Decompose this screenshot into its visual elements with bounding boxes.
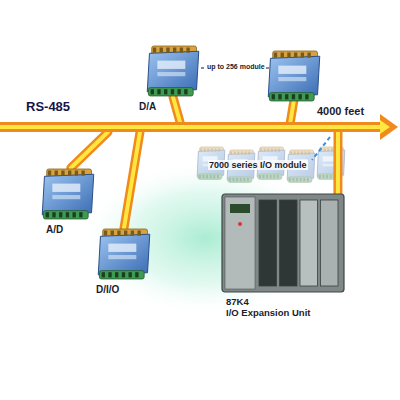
expansion-unit-shape [222,194,344,292]
distance-label: 4000 feet [316,105,365,118]
io-module: D/A [145,45,201,97]
bus-arrow: RS-485 [0,122,380,132]
io-module-shape [96,228,152,280]
io-module-shape [40,168,96,220]
bus-label: RS-485 [26,100,70,115]
bus-arrow-shape [0,122,380,132]
bus-branch [173,97,180,122]
module-label: D/A [139,101,156,113]
io-module [268,51,320,101]
bus-branch [71,132,108,168]
group-label: 7000 series I/O module [208,160,308,170]
unit-label: 87K4 [226,297,249,308]
glow [80,160,330,316]
module-label: A/D [46,224,63,236]
expansion-unit: 87K4I/O Expansion Unit [222,194,344,292]
bus-branch [290,100,294,124]
faded-modules [197,147,345,182]
bus-branch [124,132,140,228]
dashed-leader [312,137,330,160]
module-label: D/I/O [96,284,119,296]
io-module-shape [145,45,201,97]
bus-branch [337,132,338,194]
unit-label: I/O Expansion Unit [226,308,310,319]
io-module: D/I/O [96,228,152,280]
note-label: up to 256 module [206,63,266,71]
io-module: A/D [40,168,96,220]
